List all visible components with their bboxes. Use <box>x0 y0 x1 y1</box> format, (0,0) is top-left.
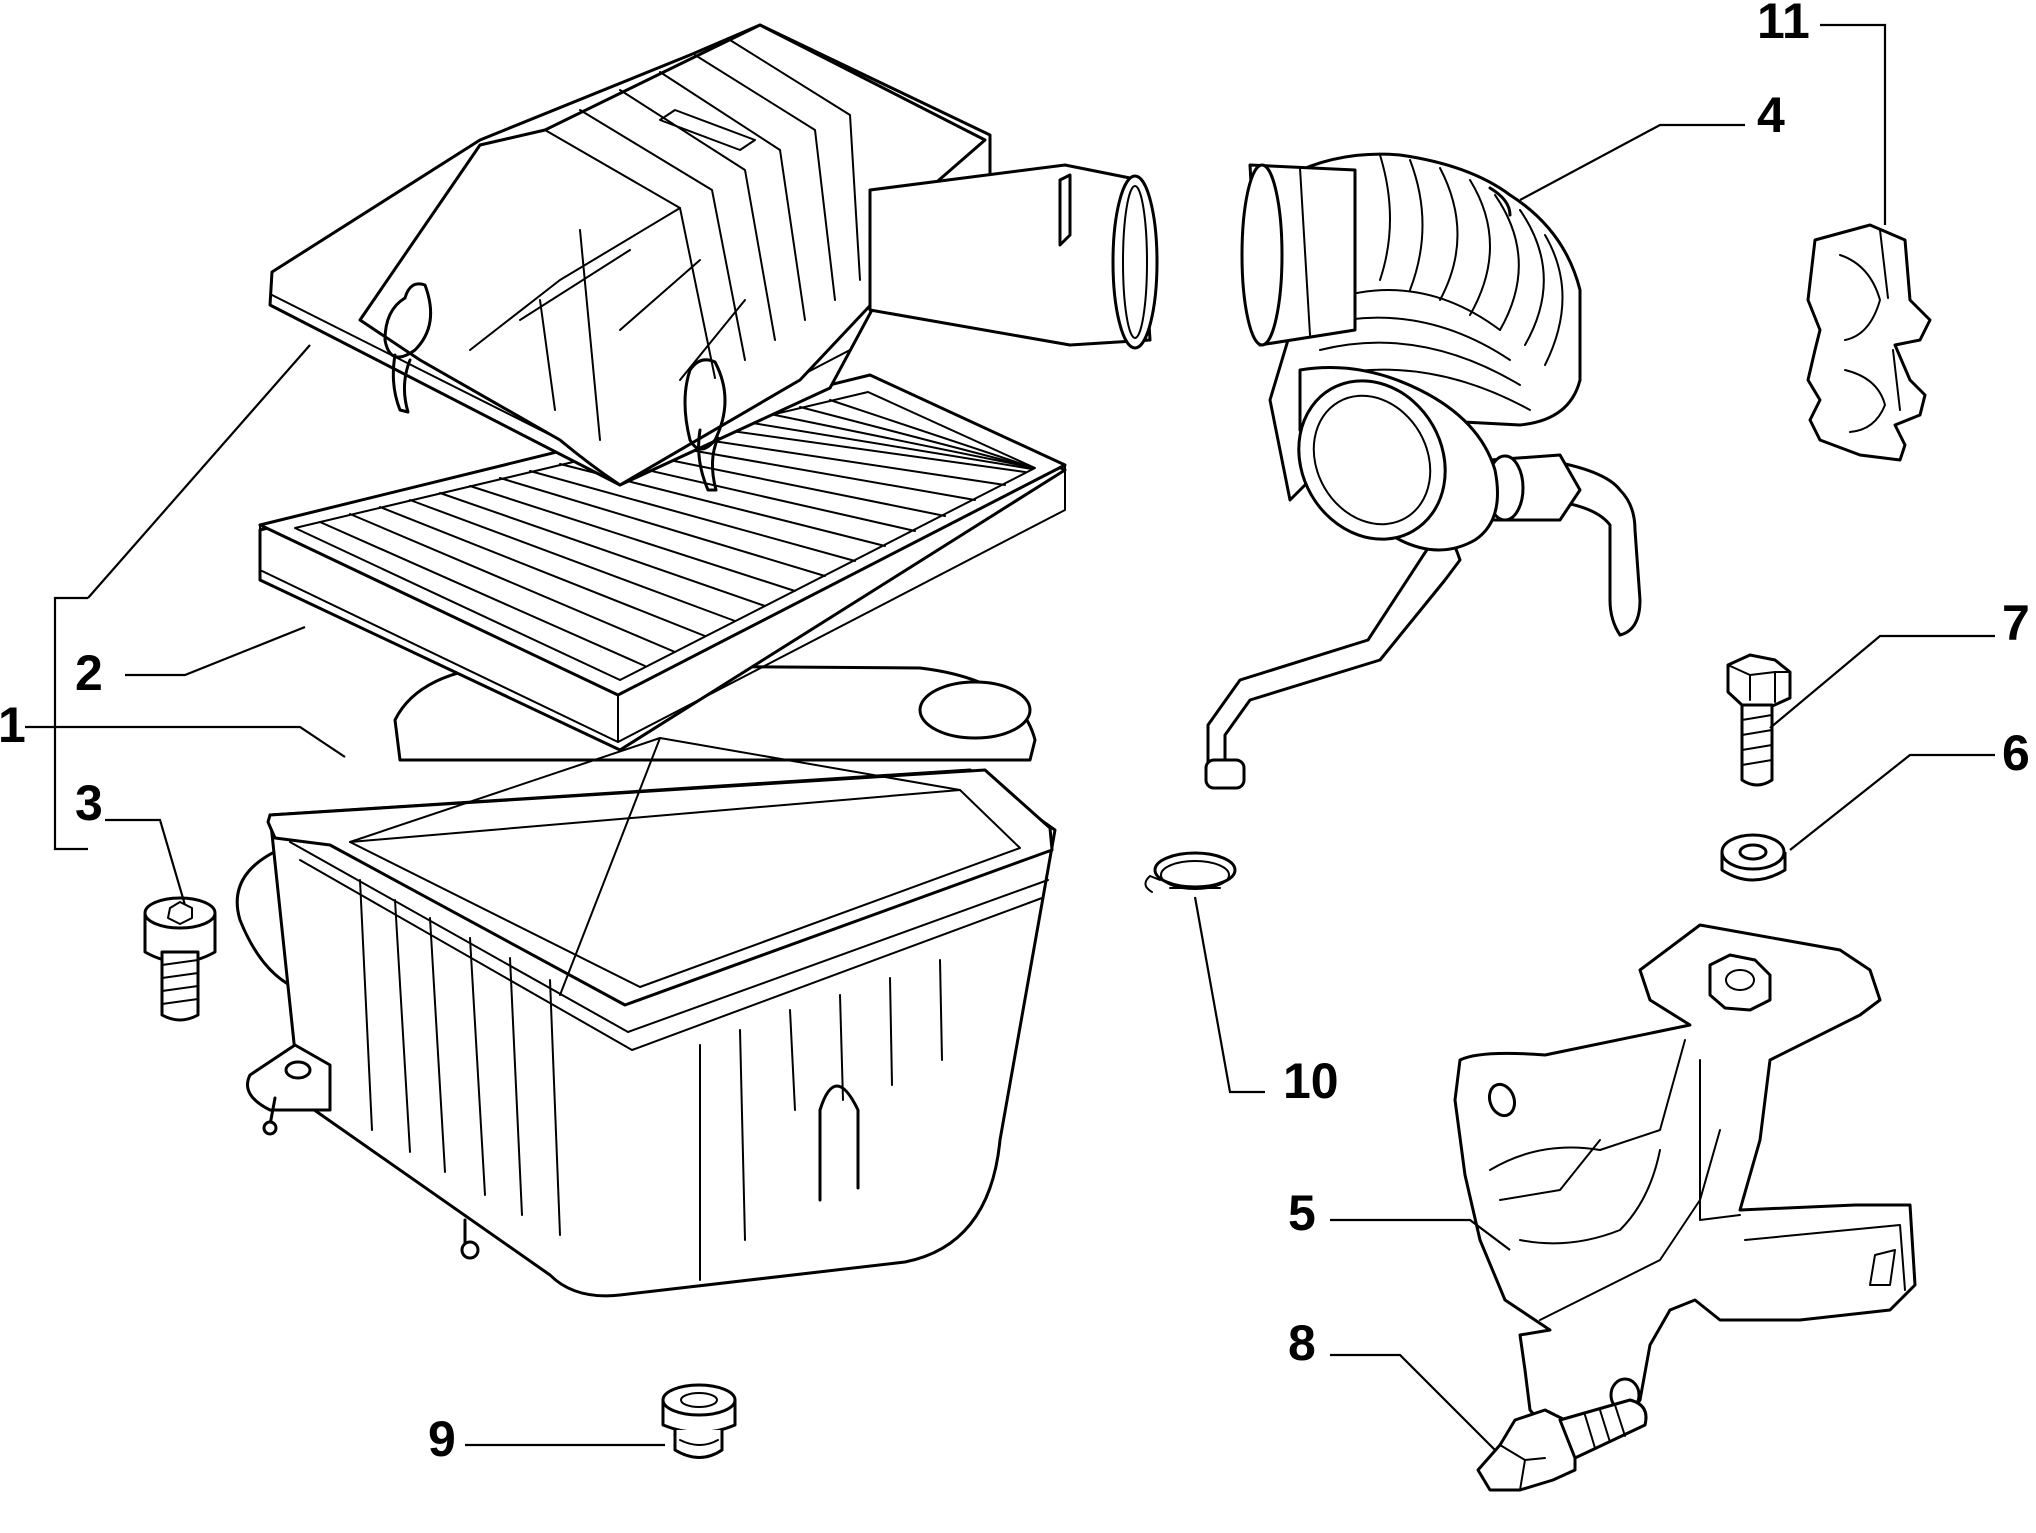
leader-lines <box>25 23 1995 1451</box>
part-11-hose-clip[interactable] <box>1806 223 1932 462</box>
callout-2: 2 <box>75 645 103 701</box>
callout-9: 9 <box>428 1411 456 1467</box>
part-1-air-filter-housing[interactable] <box>235 663 1057 1298</box>
callout-10: 10 <box>1283 1053 1339 1109</box>
callout-7: 7 <box>2002 595 2030 651</box>
callout-11: 11 <box>1757 0 1810 49</box>
part-8-hex-bolt[interactable] <box>1476 1398 1648 1492</box>
callout-6: 6 <box>2002 725 2030 781</box>
callout-1: 1 <box>0 697 26 753</box>
part-3-socket-screw[interactable] <box>143 896 217 1022</box>
part-6-washer[interactable] <box>1720 833 1787 882</box>
callout-4: 4 <box>1757 87 1785 143</box>
part-10-hose-clamp[interactable] <box>1144 851 1237 893</box>
part-2-filter-element[interactable] <box>258 373 1067 752</box>
part-5-mounting-bracket[interactable] <box>1453 923 1917 1452</box>
part-9-plug-grommet[interactable] <box>661 1383 737 1459</box>
part-7-hex-bolt[interactable] <box>1726 653 1792 787</box>
callout-labels: 1 2 3 4 5 6 7 8 9 10 11 <box>0 0 2030 1467</box>
callout-5: 5 <box>1288 1185 1316 1241</box>
callout-3: 3 <box>75 775 103 831</box>
part-4-intake-hose[interactable] <box>1204 152 1642 790</box>
callout-8: 8 <box>1288 1315 1316 1371</box>
part-1-air-box-cover[interactable] <box>268 23 1159 492</box>
